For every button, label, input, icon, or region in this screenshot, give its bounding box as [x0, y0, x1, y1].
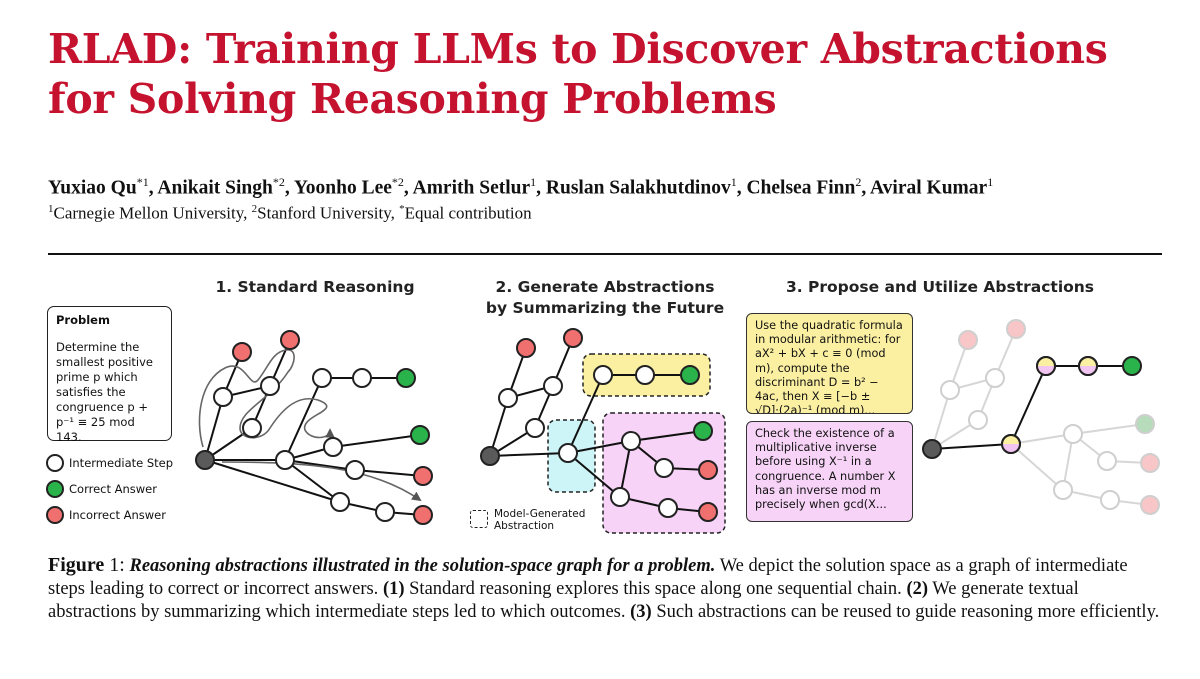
author-name: Amrith Setlur: [412, 177, 531, 199]
caption-marker: (3): [630, 602, 652, 622]
legend-correct: Correct Answer: [46, 480, 157, 498]
affiliation-text: Carnegie Mellon University,: [53, 203, 248, 223]
author-name: Anikait Singh: [157, 177, 273, 199]
abstraction-box-inverse: Check the existence of a multiplicative …: [746, 421, 913, 522]
panel3-faded-nodes: [940, 319, 1160, 515]
panel2-title-line2: by Summarizing the Future: [485, 299, 725, 317]
affiliations: 1Carnegie Mellon University, 2Stanford U…: [48, 203, 532, 224]
panel1-graph: [204, 339, 424, 516]
author-name: Aviral Kumar: [870, 177, 988, 199]
author-name: Chelsea Finn: [746, 177, 856, 199]
caption-emphasis: Reasoning abstractions illustrated in th…: [129, 556, 716, 576]
problem-box: Problem Determine the smallest positive …: [47, 306, 172, 444]
author-name: Yuxiao Qu: [48, 177, 137, 199]
affiliation-text: Stanford University,: [257, 203, 395, 223]
legend-model-generated: Model-Generated Abstraction: [470, 508, 585, 532]
author-name: Yoonho Lee: [293, 177, 392, 199]
incorrect-answer-icon: [46, 506, 64, 524]
author-mark: 2: [855, 175, 862, 189]
caption-text: We depict the solution space as a graph …: [48, 556, 1128, 599]
caption-text: We generate textual abstractions by summ…: [48, 579, 1079, 622]
author-mark: 1: [987, 175, 994, 189]
legend-correct-label: Correct Answer: [69, 482, 157, 496]
intermediate-step-icon: [46, 454, 64, 472]
author-mark: 1: [530, 175, 537, 189]
panel2-title-line1: 2. Generate Abstractions: [495, 278, 715, 296]
author-mark: *1: [136, 175, 149, 189]
panel3-guided-nodes: [922, 356, 1142, 459]
caption-text: Standard reasoning explores this space a…: [404, 579, 907, 599]
legend-incorrect: Incorrect Answer: [46, 506, 166, 524]
panel1-nodes: [195, 330, 433, 525]
problem-heading: Problem: [56, 313, 110, 327]
panel2-nodes: [480, 328, 718, 522]
author-mark: *2: [391, 175, 404, 189]
legend-incorrect-label: Incorrect Answer: [69, 508, 166, 522]
author-name: Ruslan Salakhutdinov: [545, 177, 731, 199]
affiliation-text: Equal contribution: [404, 203, 532, 223]
affiliation-mark: 2: [251, 203, 258, 215]
caption-marker: (1): [382, 579, 405, 599]
panel2-title: 2. Generate Abstractions by Summarizing …: [470, 277, 740, 319]
title-divider: [48, 253, 1162, 255]
figure-caption: Figure 1: Reasoning abstractions illustr…: [48, 554, 1164, 624]
legend-intermediate-label: Intermediate Step: [69, 456, 174, 470]
figure-label: Figure 1:: [48, 554, 125, 576]
abstraction-box-quadratic: Use the quadratic formula in modular ari…: [746, 313, 913, 414]
problem-text: Determine the smallest positive prime p …: [56, 340, 153, 444]
author-list: Yuxiao Qu*1, Anikait Singh*2, Yoonho Lee…: [48, 175, 994, 199]
panel1-title: 1. Standard Reasoning: [215, 278, 415, 296]
legend-intermediate: Intermediate Step: [46, 454, 173, 472]
affiliation-mark: 1: [48, 203, 54, 215]
panel1-reasoning-path: [198, 349, 422, 502]
panel3-faded-graph: [931, 328, 1151, 506]
author-mark: *2: [272, 175, 285, 189]
caption-text: Such abstractions can be reused to guide…: [651, 602, 1160, 622]
legend-model-generated-line1: Model-Generated: [494, 508, 586, 520]
caption-marker: (2): [906, 579, 929, 599]
paper-title: RLAD: Training LLMs to Discover Abstract…: [48, 25, 1108, 123]
panel3-guided-path: [931, 365, 1132, 450]
author-mark: 1: [730, 175, 737, 189]
affiliation-mark: *: [399, 203, 405, 215]
legend-model-generated-line2: Abstraction: [494, 520, 555, 532]
panel3-title: 3. Propose and Utilize Abstractions: [785, 278, 1095, 296]
correct-answer-icon: [46, 480, 64, 498]
dashed-box-icon: [470, 510, 488, 528]
